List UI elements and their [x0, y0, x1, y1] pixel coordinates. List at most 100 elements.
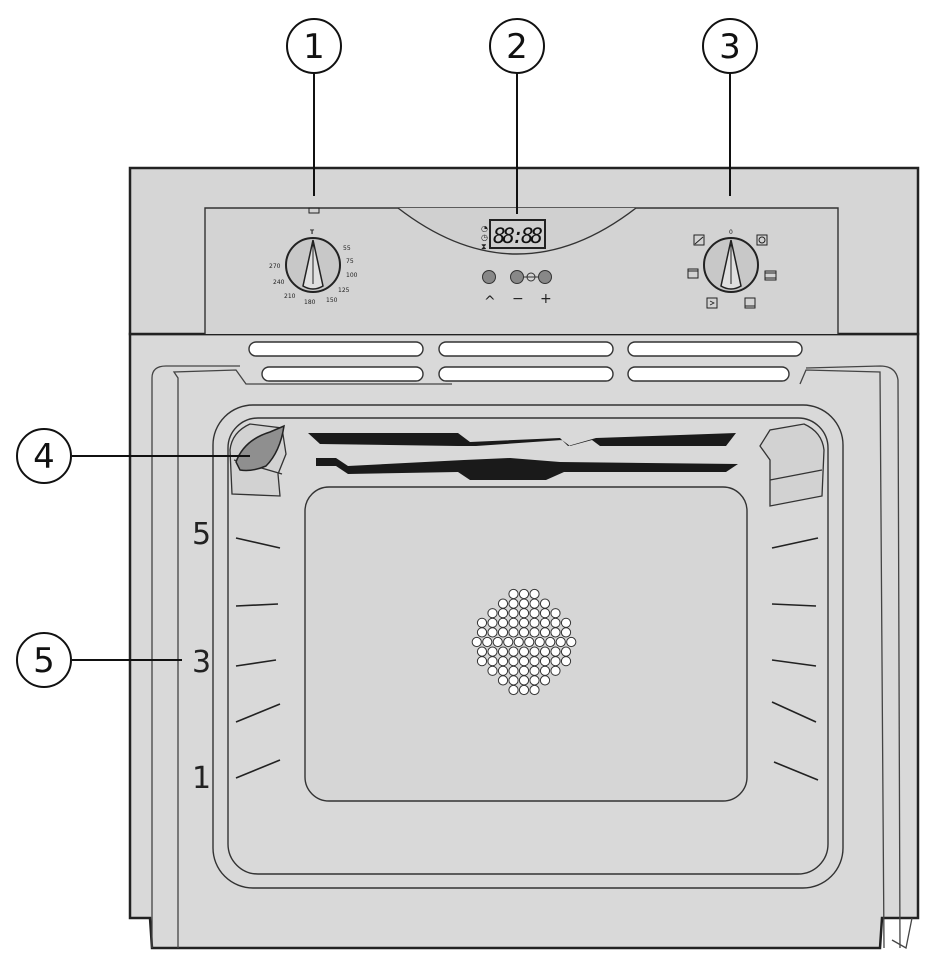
callout-3-label: 3 — [719, 27, 741, 67]
fan-hole — [518, 684, 530, 696]
grill-mode-icon — [693, 234, 705, 246]
fan-hole — [529, 665, 540, 676]
function-off-label: 0 — [729, 229, 733, 236]
top-heat-icon — [687, 268, 699, 279]
fan-hole — [539, 675, 551, 686]
callout-1-label: 1 — [303, 27, 325, 67]
callout-4: 4 — [16, 428, 72, 484]
fan-hole — [476, 627, 488, 638]
plus-button[interactable] — [538, 270, 552, 284]
shelf-level-1: 1 — [192, 761, 211, 796]
fan-hole — [545, 636, 556, 648]
temp-mark-100: 100 — [346, 272, 358, 279]
shelf-level-3: 3 — [192, 645, 211, 680]
temp-mark-180: 180 — [304, 299, 316, 306]
fan-mode-icon — [756, 234, 768, 246]
fan-hole — [497, 675, 509, 686]
fan-hole — [518, 665, 530, 676]
fan-hole — [508, 598, 519, 609]
up-button[interactable] — [482, 270, 496, 284]
fan-hole — [492, 636, 503, 648]
fan-hole — [539, 656, 551, 667]
fan-hole — [476, 656, 488, 667]
vent-slot — [438, 366, 614, 382]
fan-hole — [476, 646, 488, 657]
vent-slot — [438, 341, 614, 357]
fan-hole — [497, 656, 509, 667]
fan-hole — [497, 598, 509, 609]
vent-slots — [248, 341, 803, 382]
fan-hole — [518, 646, 530, 657]
fan-hole — [529, 598, 540, 609]
temp-symbol: T — [310, 229, 315, 236]
fan-hole — [529, 627, 540, 638]
fan-hole — [487, 617, 498, 628]
callout-3: 3 — [702, 18, 758, 74]
callout-5-label: 5 — [33, 641, 55, 681]
function-knob[interactable]: 0 — [687, 229, 777, 309]
fan-hole — [529, 646, 540, 657]
fan-hole — [550, 608, 561, 619]
callout-2: 2 — [489, 18, 545, 74]
fan-hole — [487, 656, 498, 667]
fan-hole — [508, 665, 519, 676]
fan-hole — [560, 656, 572, 667]
fan-hole — [503, 636, 514, 648]
minus-button[interactable] — [510, 270, 524, 284]
callout-4-label: 4 — [33, 437, 55, 477]
fan-hole — [524, 636, 535, 648]
conventional-icon — [764, 270, 777, 281]
shelf-runners-right — [771, 537, 819, 781]
callout-leaders — [72, 73, 731, 661]
fan-hole — [539, 627, 551, 638]
temp-mark-210: 210 — [284, 293, 296, 300]
fan-hole — [497, 617, 509, 628]
fan-hole — [487, 627, 498, 638]
fan-hole — [539, 608, 551, 619]
vent-slot — [261, 366, 424, 382]
fan-hole — [560, 646, 572, 657]
fan-hole — [529, 684, 540, 696]
fan-hole — [508, 588, 519, 600]
fan-hole — [487, 665, 498, 676]
fan-hole — [539, 646, 551, 657]
fan-hole — [518, 627, 530, 638]
fan-hole — [497, 665, 509, 676]
timer-display — [489, 219, 546, 249]
fan-hole — [497, 608, 509, 619]
grill-element — [308, 433, 738, 480]
minus-button-label: − — [512, 291, 524, 307]
oven-lamp — [235, 424, 285, 472]
temperature-knob[interactable]: T 55 75 100 125 150 180 210 240 270 — [269, 207, 358, 306]
vent-slot — [248, 341, 424, 357]
vent-slot — [627, 366, 790, 382]
timer-buttons: ^ − + — [482, 270, 552, 310]
fan-hole — [539, 617, 551, 628]
fan-hole — [518, 598, 530, 609]
fan-hole — [550, 646, 561, 657]
door-frame — [151, 365, 913, 950]
callout-5: 5 — [16, 632, 72, 688]
fan-hole — [518, 617, 530, 628]
fan-hole — [476, 617, 488, 628]
fan-hole — [513, 636, 524, 648]
fan-hole — [550, 665, 561, 676]
defrost-icon — [706, 297, 718, 309]
shelf-runners-left — [235, 537, 281, 779]
fan-hole — [539, 598, 551, 609]
fan-hole — [555, 636, 566, 648]
fan-hole — [560, 617, 572, 628]
fan-hole — [529, 617, 540, 628]
fan-hole — [518, 675, 530, 686]
fan-hole — [534, 636, 545, 648]
fan-hole — [508, 675, 519, 686]
hourglass-icon: ⧗ — [481, 242, 487, 251]
temp-mark-150: 150 — [326, 297, 338, 304]
temp-mark-55: 55 — [343, 245, 351, 252]
fan-hole — [550, 627, 561, 638]
temp-mark-240: 240 — [273, 279, 285, 286]
fan-hole — [560, 627, 572, 638]
fan-hole — [550, 656, 561, 667]
temp-mark-125: 125 — [338, 287, 350, 294]
fan-hole — [529, 608, 540, 619]
